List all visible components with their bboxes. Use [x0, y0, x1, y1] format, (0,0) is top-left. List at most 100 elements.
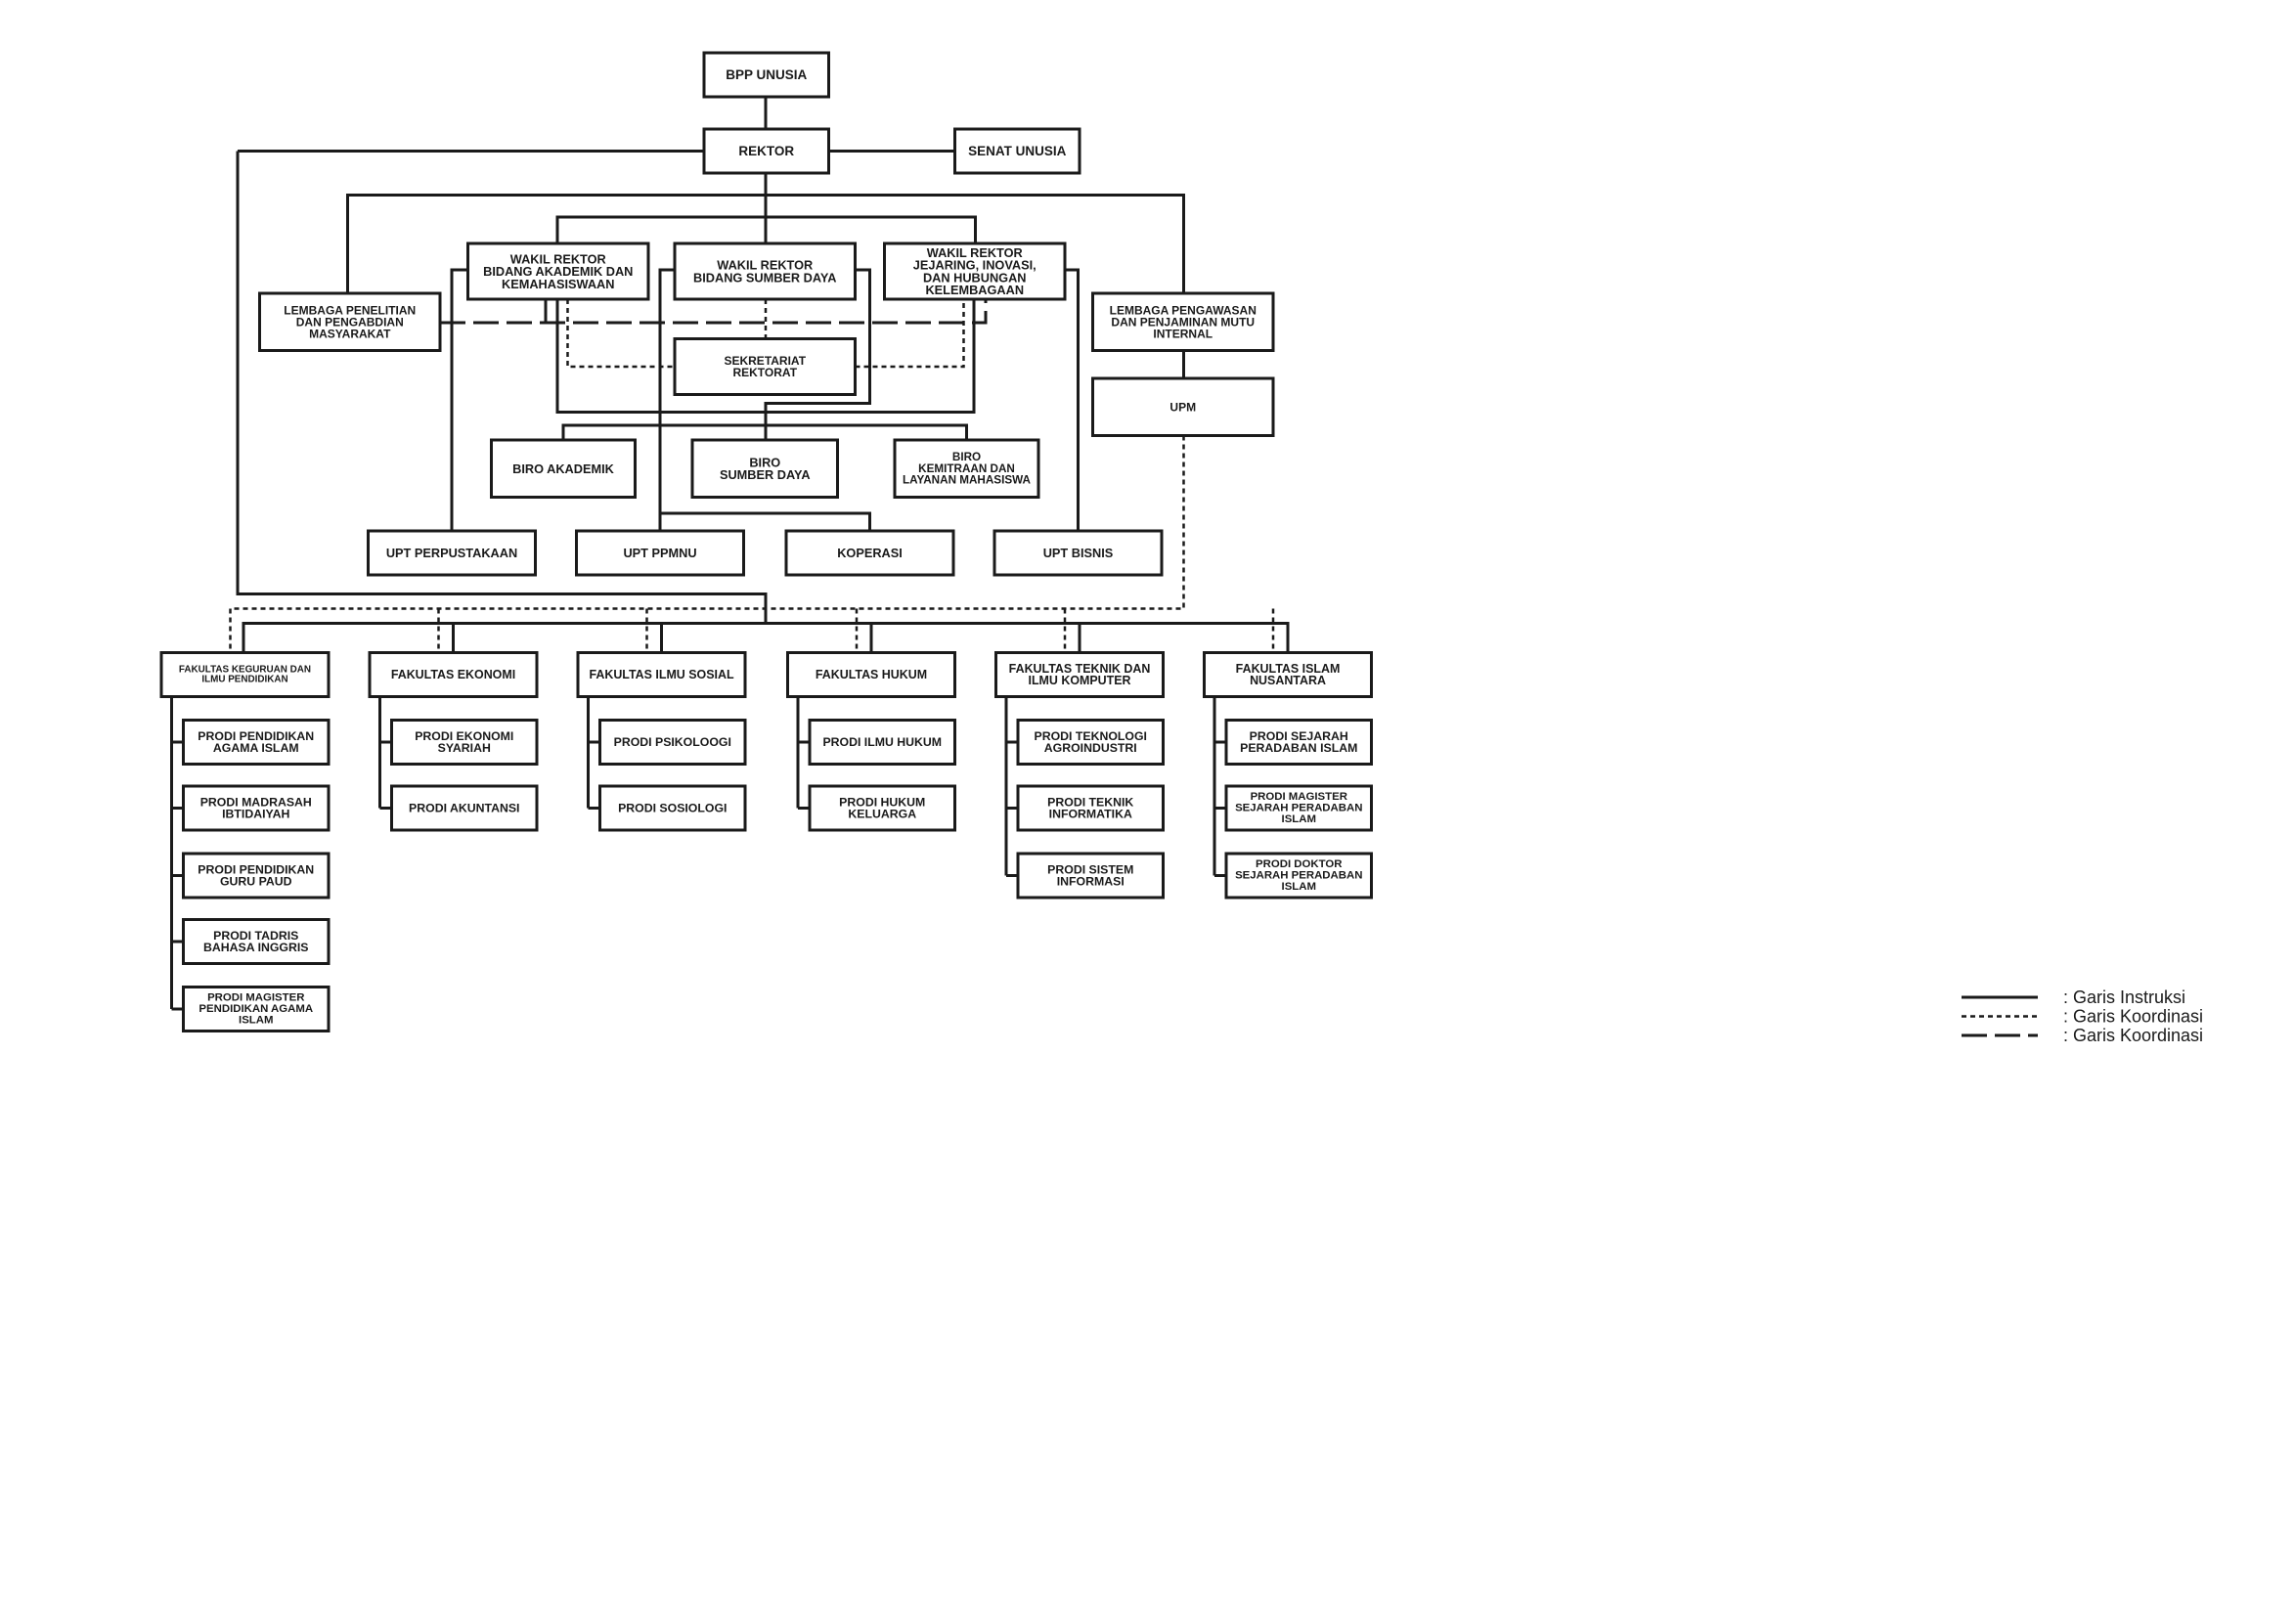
wr1-sekretariat-line: [566, 299, 675, 369]
faculty-box-2: FAKULTAS EKONOMI: [368, 651, 539, 698]
sekretariat-rektorat-box-label: REKTORAT: [732, 366, 797, 379]
prodi-box-5-1-label: AGROINDUSTRI: [1044, 741, 1137, 755]
prodi-box-6-3-label: ISLAM: [1282, 881, 1316, 893]
upt-perpustakaan-box: UPT PERPUSTAKAAN: [367, 529, 537, 577]
prodi-box-4-1: PRODI ILMU HUKUM: [808, 719, 956, 766]
prodi-box-6-2-label: ISLAM: [1282, 813, 1316, 825]
prodi-box-2-2: PRODI AKUNTANSI: [390, 784, 539, 832]
prodi-box-6-2-label: PRODI MAGISTER: [1251, 791, 1347, 803]
lembaga-pengawasan-box-label: DAN PENJAMINAN MUTU: [1111, 315, 1255, 329]
koperasi-box-label: KOPERASI: [837, 546, 903, 560]
wakil-rektor-akademik-box-label: WAKIL REKTOR: [510, 251, 606, 266]
upt-ppmnu-box: UPT PPMNU: [575, 529, 745, 577]
lembaga-penelitian-box-label: MASYARAKAT: [309, 327, 391, 340]
biro-akademik-box-label: BIRO AKADEMIK: [512, 461, 614, 476]
legend-label: : Garis Instruksi: [2063, 988, 2185, 1007]
upt-bisnis-box-label: UPT BISNIS: [1043, 546, 1114, 560]
lembaga-penelitian-box-label: DAN PENGABDIAN: [296, 315, 404, 329]
prodi-box-5-1-label: PRODI TEKNOLOGI: [1035, 729, 1147, 743]
legend-label: : Garis Koordinasi: [2063, 1026, 2203, 1045]
biro-akademik-box: BIRO AKADEMIK: [490, 438, 637, 499]
prodi-box-4-2-label: PRODI HUKUM: [839, 795, 925, 809]
upm-box-label: UPM: [1169, 400, 1196, 414]
wakil-rektor-jejaring-box-label: WAKIL REKTOR: [927, 245, 1023, 260]
prodi-box-6-1-label: PERADABAN ISLAM: [1240, 741, 1357, 755]
sekretariat-rektorat-box-label: SEKRETARIAT: [724, 354, 806, 368]
prodi-box-1-2-label: IBTIDAIYAH: [222, 808, 289, 821]
upt-perpustakaan-box-label: UPT PERPUSTAKAAN: [386, 546, 517, 560]
wr3-sekretariat-line: [855, 299, 965, 369]
upm-faculty-line: [229, 435, 1185, 653]
prodi-box-6-2-label: SEJARAH PERADABAN: [1235, 803, 1362, 814]
legend-label: : Garis Koordinasi: [2063, 1007, 2203, 1027]
wr2-biro-line: [764, 268, 871, 413]
prodi-box-2-2-label: PRODI AKUNTANSI: [409, 802, 519, 815]
faculty-box-1-label: FAKULTAS KEGURUAN DAN: [179, 665, 311, 676]
wakil-rektor-jejaring-box-label: KELEMBAGAAN: [925, 283, 1024, 297]
wakil-rektor-sumber-daya-box-label: WAKIL REKTOR: [717, 258, 813, 273]
biro-sumber-daya-box-label: SUMBER DAYA: [720, 467, 811, 482]
prodi-box-5-2-label: INFORMATIKA: [1049, 808, 1132, 821]
prodi-box-3-1: PRODI PSIKOLOOGI: [598, 719, 747, 766]
legend: : Garis Instruksi: Garis Koordinasi: Gar…: [1962, 988, 2203, 1045]
wakil-rektor-jejaring-box-label: JEJARING, INOVASI,: [913, 258, 1037, 273]
prodi-box-1-3-label: PRODI PENDIDIKAN: [198, 862, 314, 876]
wakil-rektor-akademik-box-label: BIDANG AKADEMIK DAN: [483, 264, 633, 279]
faculty-box-5-label: FAKULTAS TEKNIK DAN: [1009, 662, 1151, 676]
faculty-box-6-label: FAKULTAS ISLAM: [1236, 662, 1341, 676]
lembaga-pengawasan-box-label: INTERNAL: [1153, 327, 1213, 340]
upt-bisnis-box: UPT BISNIS: [993, 529, 1164, 577]
biro-kemitraan-box-label: KEMITRAAN DAN: [918, 462, 1015, 475]
biro-kemitraan-box-label: BIRO: [952, 451, 981, 463]
prodi-box-4-1-label: PRODI ILMU HUKUM: [822, 735, 942, 749]
faculty-box-5-label: ILMU KOMPUTER: [1028, 674, 1130, 687]
lembaga-pengawasan-box-label: LEMBAGA PENGAWASAN: [1110, 303, 1257, 317]
rektor-wr-bus-line: [555, 215, 977, 243]
prodi-box-5-2-label: PRODI TEKNIK: [1047, 795, 1133, 809]
senat-unusia-box: SENAT UNUSIA: [953, 127, 1081, 175]
wakil-rektor-sumber-daya-box-label: BIDANG SUMBER DAYA: [693, 270, 836, 285]
prodi-box-6-3-label: PRODI DOKTOR: [1256, 858, 1342, 870]
faculty-box-2-label: FAKULTAS EKONOMI: [391, 668, 515, 681]
biro-sumber-daya-box-label: BIRO: [749, 455, 780, 469]
prodi-box-3-1-label: PRODI PSIKOLOOGI: [614, 735, 731, 749]
prodi-box-2-1-label: PRODI EKONOMI: [415, 729, 513, 743]
bpp-unusia-box-label: BPP UNUSIA: [726, 67, 807, 82]
prodi-box-6-1-label: PRODI SEJARAH: [1250, 729, 1348, 743]
faculty-box-3: FAKULTAS ILMU SOSIAL: [576, 651, 747, 698]
prodi-box-5-3-label: PRODI SISTEM: [1047, 862, 1133, 876]
org-boxes: BPP UNUSIA REKTOR SENAT UNUSIA WAKIL REKTOR…: [159, 51, 1373, 1032]
rektor-box: REKTOR: [702, 127, 830, 175]
lembaga-penelitian-box-label: LEMBAGA PENELITIAN: [284, 303, 416, 317]
faculty-box-1-label: ILMU PENDIDIKAN: [201, 674, 287, 684]
prodi-box-1-4-label: BAHASA INGGRIS: [203, 941, 309, 954]
prodi-box-1-5-label: ISLAM: [239, 1014, 273, 1026]
prodi-box-3-2-label: PRODI SOSIOLOGI: [618, 802, 727, 815]
prodi-box-1-2-label: PRODI MADRASAH: [200, 795, 312, 809]
prodi-box-1-5-label: PENDIDIKAN AGAMA: [199, 1003, 313, 1015]
upm-box: UPM: [1091, 376, 1275, 437]
faculty-bus-line: [242, 622, 1290, 653]
connector-lines: [170, 97, 1290, 1011]
wr3-upt-bisnis-line: [1065, 268, 1080, 531]
prodi-box-1-1-label: PRODI PENDIDIKAN: [198, 729, 314, 743]
prodi-box-1-3-label: GURU PAUD: [220, 875, 292, 889]
